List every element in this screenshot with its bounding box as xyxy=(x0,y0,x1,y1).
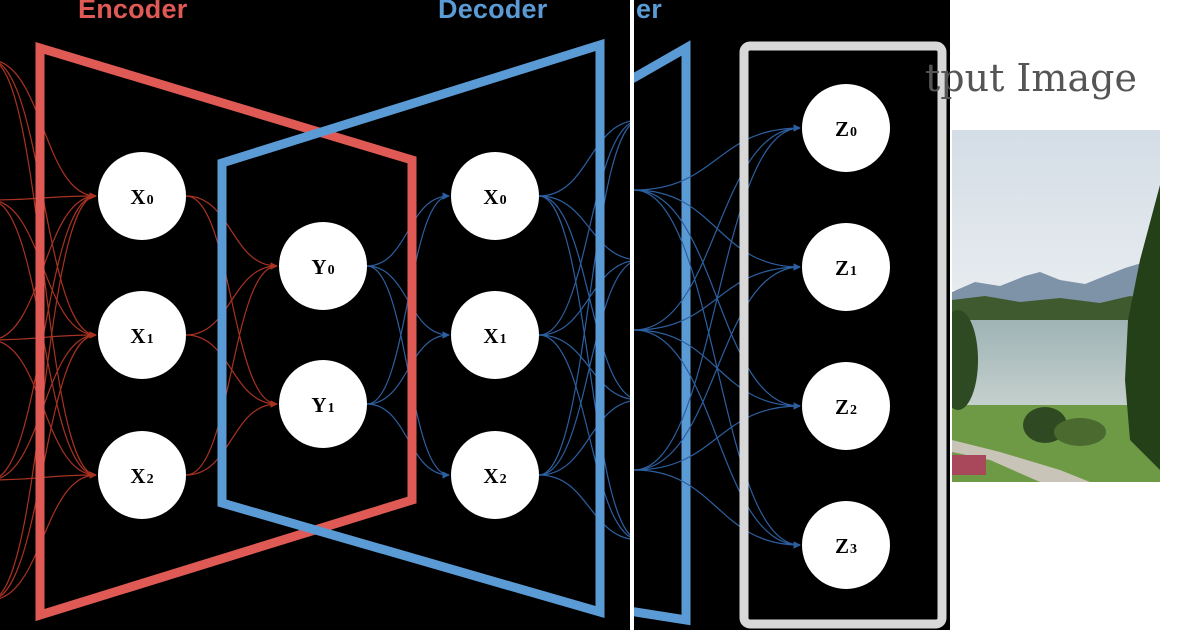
encoder-trapezoid xyxy=(35,41,417,622)
output-node-z0: Z0 xyxy=(802,84,890,172)
path xyxy=(952,440,1090,482)
output-node-z2: Z2 xyxy=(802,362,890,450)
left-trees xyxy=(952,310,978,410)
node-circle xyxy=(802,362,890,450)
encoder-node-x0: X0 xyxy=(98,152,186,240)
encoder-connection xyxy=(185,262,278,476)
decoder-node-x1: X1 xyxy=(451,291,539,379)
decoder-trapezoid xyxy=(217,38,605,618)
node-label: X0 xyxy=(130,185,153,209)
node-circle xyxy=(802,223,890,311)
panel-separator xyxy=(630,0,634,630)
mountains xyxy=(952,258,1160,305)
output-connection xyxy=(634,124,801,331)
node-circle xyxy=(98,431,186,519)
node-circle xyxy=(451,431,539,519)
output-connection xyxy=(634,402,801,471)
output-layer-frame xyxy=(739,41,947,629)
mid-connections xyxy=(634,124,801,549)
node-circle xyxy=(451,291,539,379)
encoder-connection xyxy=(185,262,278,336)
decoder-label: Decoder xyxy=(438,0,548,24)
sky xyxy=(952,130,1160,290)
node-label: Z3 xyxy=(835,534,857,558)
decoder-output-connection xyxy=(538,124,630,476)
encoder-connection xyxy=(185,400,278,476)
output-node-z3: Z3 xyxy=(802,501,890,589)
flower-bed xyxy=(952,455,986,475)
node-label: Y1 xyxy=(311,393,334,417)
decoder-output-connection xyxy=(538,262,630,476)
panel-background xyxy=(634,0,950,630)
decoder-output-connection xyxy=(538,474,630,540)
node-circle xyxy=(279,222,367,310)
node-label: Z2 xyxy=(835,395,857,419)
encoder-label: Encoder xyxy=(78,0,188,24)
output-connection xyxy=(634,263,801,471)
output-image-title: tput Image xyxy=(925,56,1137,100)
encoder-node-x1: X1 xyxy=(98,291,186,379)
encoder-node-x2: X2 xyxy=(98,431,186,519)
node-circle xyxy=(802,84,890,172)
treeline xyxy=(952,296,1160,322)
decoder-label-fragment: er xyxy=(636,0,662,24)
node-circle xyxy=(98,291,186,379)
bush xyxy=(1054,418,1106,446)
encoder-connection xyxy=(185,195,278,270)
node-label: Z1 xyxy=(835,256,857,280)
output-connection xyxy=(634,124,801,191)
node-label: X1 xyxy=(483,324,506,348)
lake xyxy=(952,320,1160,412)
node-circle xyxy=(279,360,367,448)
decoder-output-connection xyxy=(538,122,630,336)
node-label: Z0 xyxy=(835,117,857,141)
panel-background xyxy=(0,0,630,630)
output-image xyxy=(952,130,1160,482)
node-label: X1 xyxy=(130,324,153,348)
node-label: X0 xyxy=(483,185,506,209)
latent-node-y1: Y1 xyxy=(279,360,367,448)
node-circle xyxy=(451,152,539,240)
decoder-node-x2: X2 xyxy=(451,431,539,519)
latent-node-y0: Y0 xyxy=(279,222,367,310)
output-connection xyxy=(634,469,801,549)
decoder-trapezoid-fragment xyxy=(634,40,691,626)
decoder-output-connection xyxy=(538,120,630,197)
node-label: X2 xyxy=(483,464,506,488)
right-tree xyxy=(1125,185,1160,470)
output-connection xyxy=(634,124,801,471)
node-circle xyxy=(802,501,890,589)
node-label: Y0 xyxy=(311,255,334,279)
output-node-z1: Z1 xyxy=(802,223,890,311)
node-label: X2 xyxy=(130,464,153,488)
decoder-output-connection xyxy=(538,400,630,476)
node-circle xyxy=(98,152,186,240)
decoder-node-x0: X0 xyxy=(451,152,539,240)
